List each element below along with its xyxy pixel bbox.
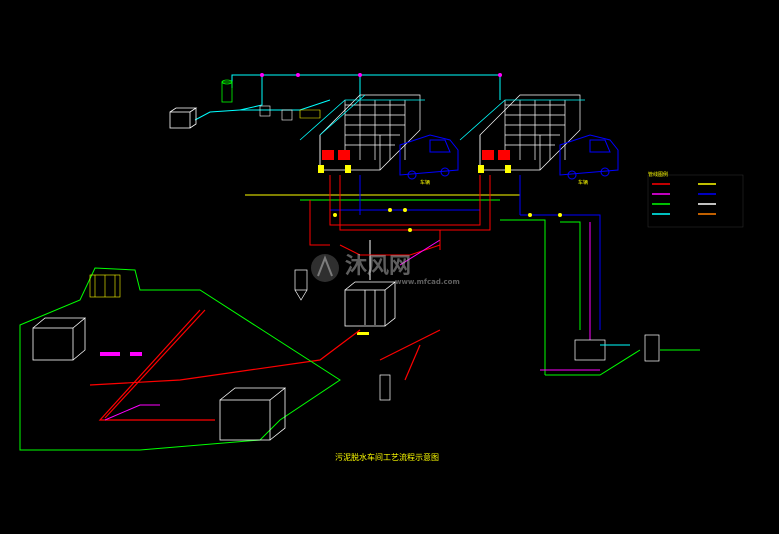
central-tank xyxy=(344,281,397,327)
dosing-tank-top-left xyxy=(169,107,198,129)
silo xyxy=(294,269,308,301)
filter-press-1-yellow xyxy=(318,165,351,173)
filter-press-1 xyxy=(319,94,421,171)
equipment-top-left xyxy=(89,274,121,298)
filter-press-2-frame xyxy=(459,99,585,141)
sludge-pipe-lower xyxy=(89,309,441,421)
watermark-brand: 沐风网 xyxy=(345,254,411,279)
small-equipment-top xyxy=(259,105,321,121)
watermark: 沐风网 www.mfcad.com xyxy=(311,254,460,286)
dosing-pipe xyxy=(104,404,160,421)
manifold-pipes xyxy=(245,175,601,375)
drawing-title: 污泥脱水车间工艺流程示意图 xyxy=(335,453,439,462)
legend xyxy=(647,174,744,228)
legend-title: 管线图例 xyxy=(648,172,669,178)
water-supply-network xyxy=(194,74,501,121)
filter-press-1-frame xyxy=(299,94,425,141)
filter-press-2 xyxy=(479,94,581,171)
watermark-url: www.mfcad.com xyxy=(395,278,460,286)
filter-press-1-accents xyxy=(322,150,350,160)
tank-bottom xyxy=(219,387,287,441)
water-supply-valves xyxy=(260,73,502,77)
truck-label-2: 车辆 xyxy=(578,179,588,186)
central-tank-base xyxy=(357,332,369,335)
filter-press-2-accents xyxy=(482,150,510,160)
right-dewatering xyxy=(574,334,660,362)
truck-label-1: 车辆 xyxy=(420,179,430,186)
manifold-valves xyxy=(333,208,562,232)
truck-1 xyxy=(399,134,459,180)
central-feed-pipes xyxy=(339,230,441,280)
pump-top xyxy=(221,79,233,103)
right-pipes xyxy=(540,344,700,376)
truck-2 xyxy=(559,134,619,180)
legend-rows xyxy=(652,183,716,215)
small-pumps-left xyxy=(100,352,142,356)
tank-right-bottom xyxy=(379,374,391,401)
site-boundary xyxy=(19,267,341,451)
tank-left xyxy=(32,317,87,361)
filter-press-2-yellow xyxy=(478,165,511,173)
